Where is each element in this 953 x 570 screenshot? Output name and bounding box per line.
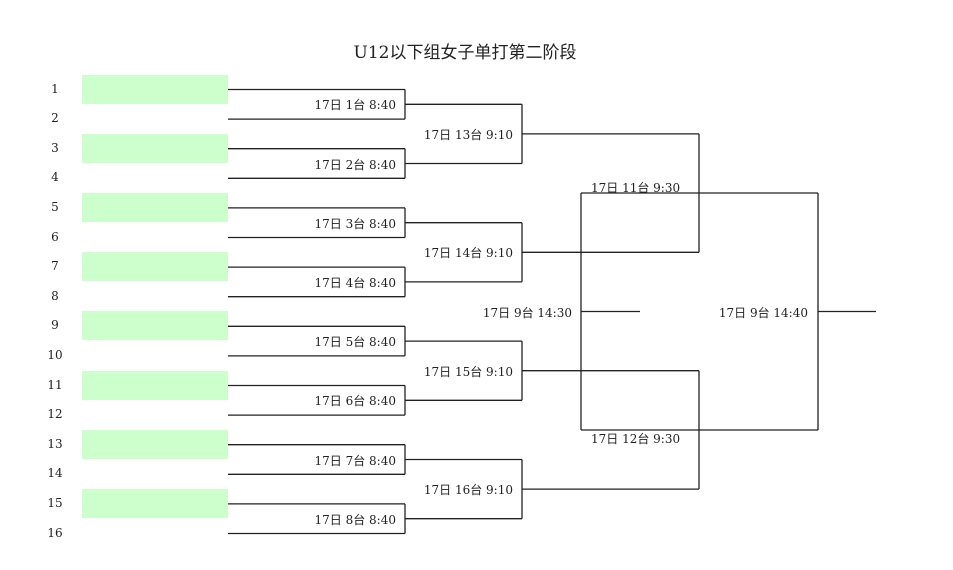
player-slot[interactable] <box>82 488 228 518</box>
player-slot[interactable] <box>82 252 228 282</box>
bracket-title: U12以下组女子单打第二阶段 <box>353 43 577 63</box>
seed-number: 1 <box>51 81 59 96</box>
semi1-match-label: 17日 11台 9:30 <box>591 181 681 195</box>
player-slot[interactable] <box>82 133 228 163</box>
seed-number: 9 <box>51 318 59 333</box>
round1-match-label: 17日 6台 8:40 <box>314 394 396 409</box>
player-slot[interactable] <box>82 311 228 341</box>
seed-number: 16 <box>47 525 63 540</box>
player-slot[interactable] <box>82 370 228 400</box>
seed-number: 7 <box>51 259 59 274</box>
seed-number: 10 <box>47 347 63 362</box>
round2-match-label: 17日 16台 9:10 <box>423 483 513 498</box>
seed-number: 12 <box>47 407 63 422</box>
round2-match-label: 17日 15台 9:10 <box>423 364 513 379</box>
seed-number: 5 <box>51 199 59 214</box>
seed-number: 3 <box>51 140 59 155</box>
seed-number: 8 <box>51 288 59 303</box>
round1-match-label: 17日 7台 8:40 <box>314 453 396 468</box>
round1-match-label: 17日 1台 8:40 <box>314 98 396 113</box>
seed-number: 11 <box>47 377 63 392</box>
semi2-match-label: 17日 12台 9:30 <box>591 432 681 446</box>
round1-match-label: 17日 8台 8:40 <box>314 512 396 527</box>
round2-match-label: 17日 13台 9:10 <box>423 127 513 142</box>
seed-number: 15 <box>47 495 63 510</box>
seed-number: 14 <box>47 466 63 481</box>
seed-number: 6 <box>51 229 59 244</box>
final-match-label: 17日 9台 14:40 <box>718 305 808 320</box>
seed-number: 4 <box>51 170 59 185</box>
seed-number: 2 <box>51 111 59 126</box>
round1-match-label: 17日 5台 8:40 <box>314 335 396 350</box>
seed-number: 13 <box>47 436 63 451</box>
round1-match-label: 17日 4台 8:40 <box>314 275 396 290</box>
round1-match-label: 17日 3台 8:40 <box>314 216 396 231</box>
player-slot[interactable] <box>82 429 228 459</box>
third-place-match-label: 17日 9台 14:30 <box>482 305 572 320</box>
player-slot[interactable] <box>82 192 228 222</box>
player-slot[interactable] <box>82 74 228 104</box>
round1-match-label: 17日 2台 8:40 <box>314 157 396 172</box>
round2-match-label: 17日 14台 9:10 <box>423 246 513 261</box>
